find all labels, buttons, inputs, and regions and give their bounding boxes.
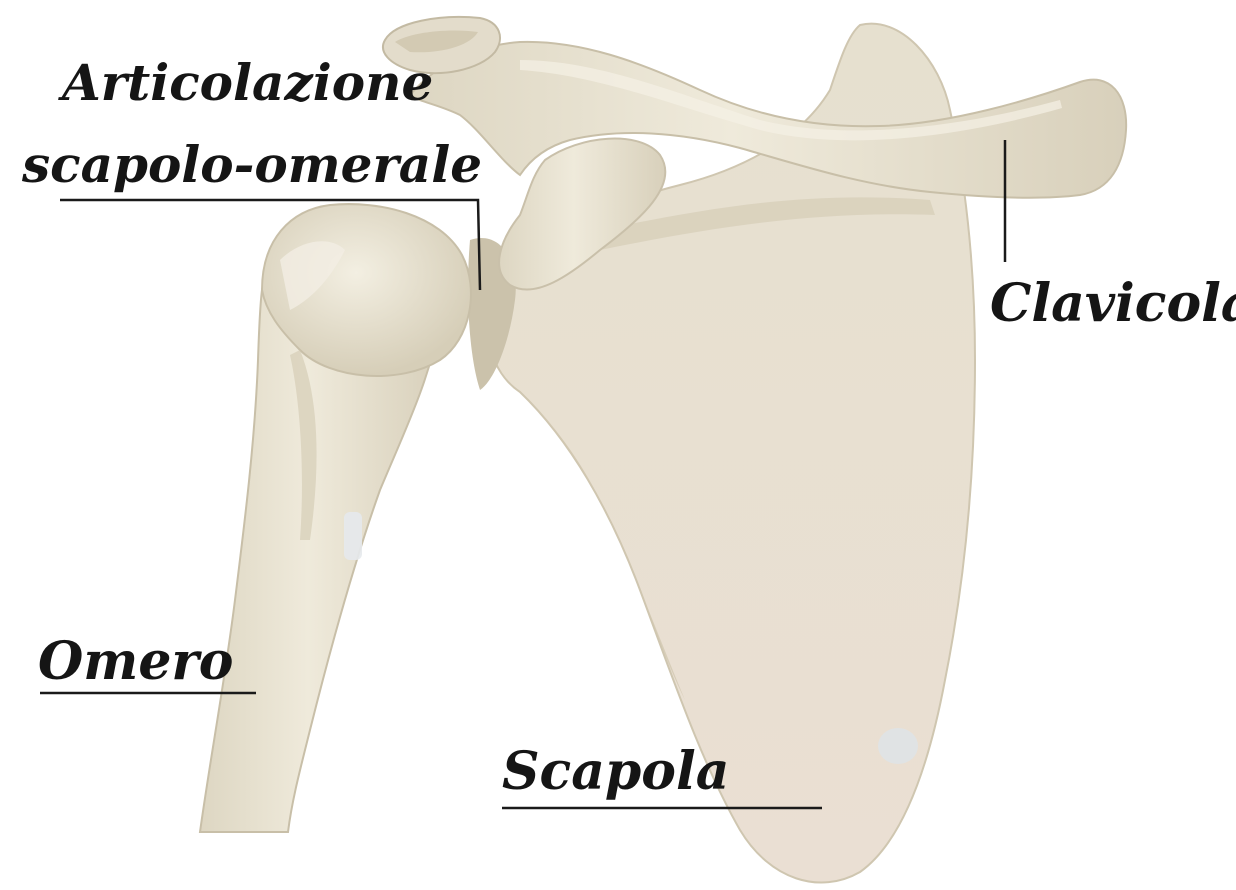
label-clavicle: Clavicola [990,278,1236,330]
label-humerus: Omero [38,636,233,688]
label-joint-line-1: Articolazione [62,58,433,108]
label-scapula: Scapola [502,746,729,798]
humerus-bone [200,204,471,832]
label-joint-line-2: scapolo-omerale [22,140,482,190]
